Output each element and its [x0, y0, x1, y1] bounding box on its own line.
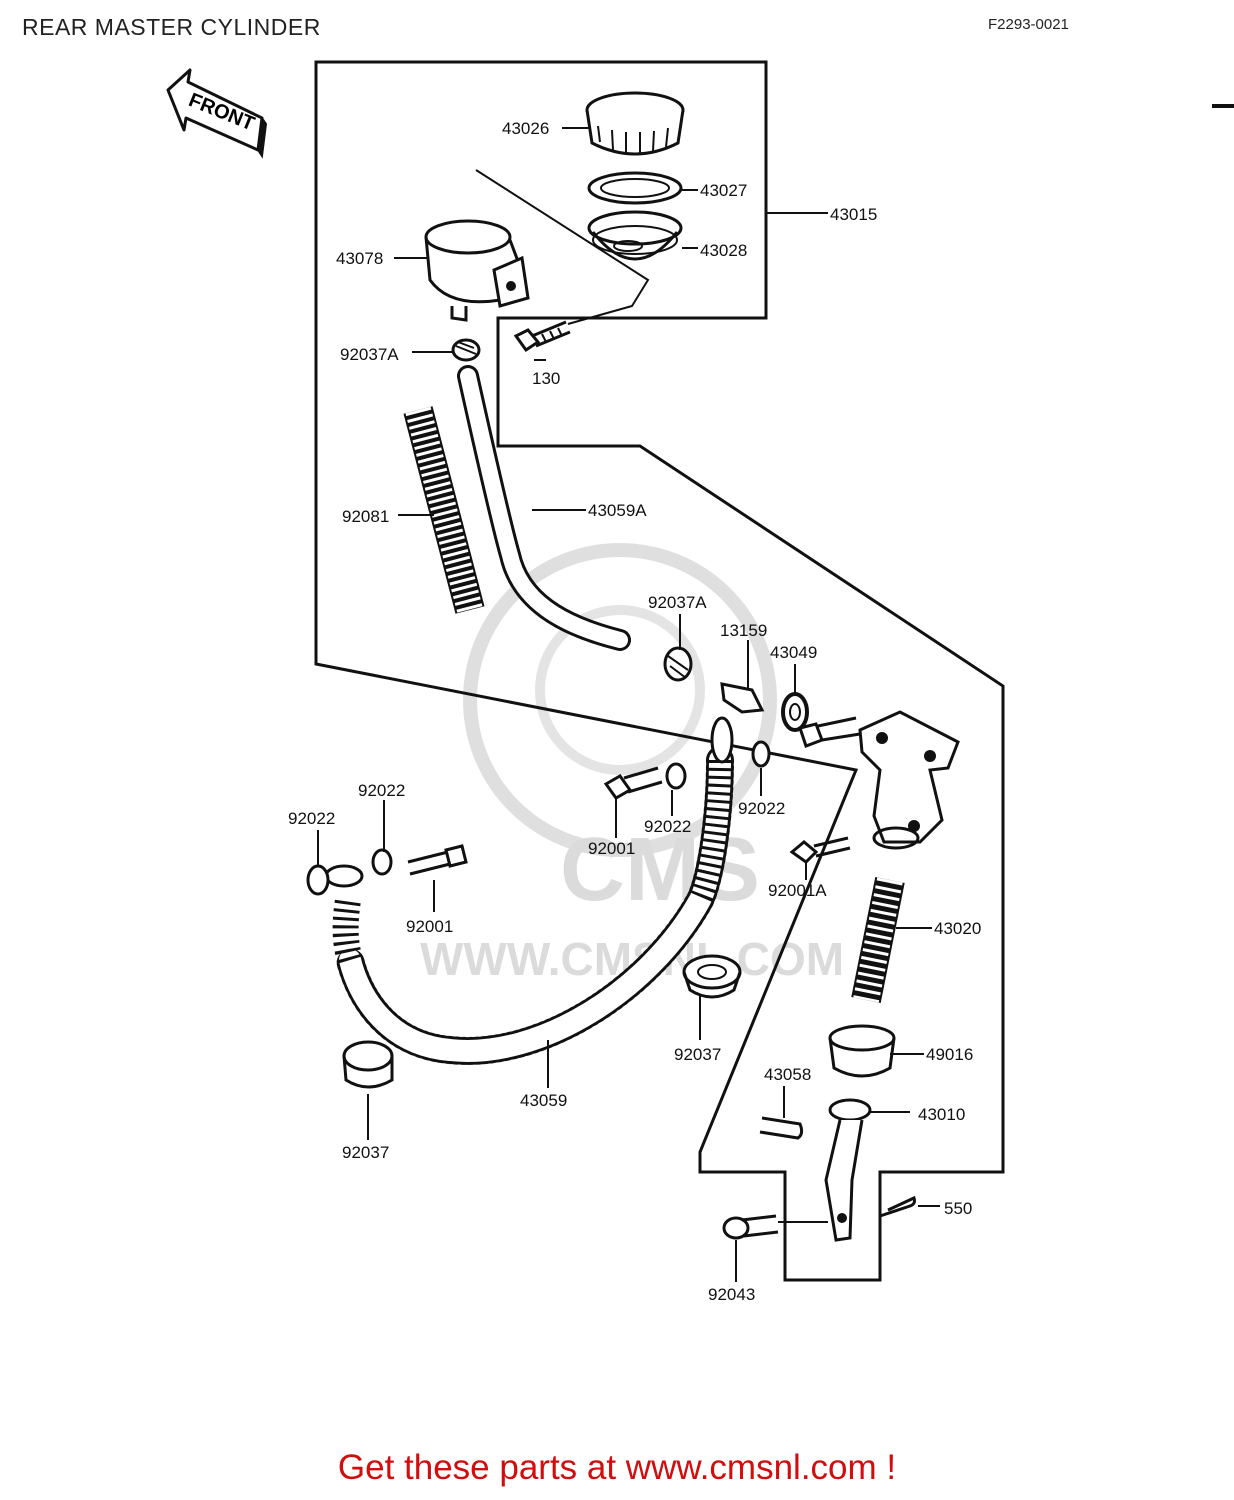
label-92022-d: 92022: [738, 799, 785, 818]
label-43027: 43027: [700, 181, 747, 200]
footer-link-text[interactable]: Get these parts at www.cmsnl.com !: [337, 1448, 897, 1487]
label-92037-a: 92037: [674, 1045, 721, 1064]
clamp-mid: [663, 646, 693, 682]
label-13159: 13159: [720, 621, 767, 640]
label-43015: 43015: [830, 205, 877, 224]
label-43059: 43059: [520, 1091, 567, 1110]
label-92022-a: 92022: [358, 781, 405, 800]
grommet-left: [342, 1040, 394, 1089]
label-43020: 43020: [934, 919, 981, 938]
label-92022-c: 92022: [644, 817, 691, 836]
label-92001A: 92001A: [768, 881, 827, 900]
washer-left-outer: [306, 864, 330, 896]
boot-49016: [828, 1024, 896, 1078]
master-cylinder-body: [858, 710, 960, 850]
cotter-pin-550: [879, 1195, 916, 1218]
bolt-130: [513, 320, 571, 353]
diaphragm: [587, 210, 683, 261]
washer-center: [665, 762, 687, 790]
washer-right: [751, 740, 771, 768]
reservoir-tank: [424, 219, 530, 322]
exploded-parts-diagram: CMS WWW.CMSNL.COM FRONT: [166, 60, 1234, 1304]
clip-43058: [759, 1116, 804, 1140]
label-43049: 43049: [770, 643, 817, 662]
fitting-13159: [720, 674, 765, 714]
washer-left-inner: [371, 848, 393, 876]
label-43026: 43026: [502, 119, 549, 138]
brake-hose-43059: [324, 716, 734, 1065]
label-92037A-top: 92037A: [340, 345, 399, 364]
label-43078: 43078: [336, 249, 383, 268]
banjo-bolt-right: [798, 716, 861, 748]
assembly-outline: [314, 60, 1005, 1282]
label-92081: 92081: [342, 507, 389, 526]
label-92037-b: 92037: [342, 1143, 389, 1162]
label-43059A: 43059A: [588, 501, 647, 520]
label-49016: 49016: [926, 1045, 973, 1064]
part-labels: 43026 43027 43015 43028 43078 92037A 130…: [288, 119, 981, 1304]
push-rod-43010: [824, 1098, 872, 1242]
label-130: 130: [532, 369, 560, 388]
spring-guard: [403, 406, 485, 614]
bolt-92001-left: [407, 844, 468, 876]
label-92001-a: 92001: [588, 839, 635, 858]
grommet-right: [682, 954, 742, 999]
label-550: 550: [944, 1199, 972, 1218]
piston-spring: [851, 877, 905, 1003]
front-arrow-icon: FRONT: [166, 68, 268, 159]
bolt-92001A: [789, 836, 851, 864]
label-92037A-mid: 92037A: [648, 593, 707, 612]
label-43010: 43010: [918, 1105, 965, 1124]
leader-lines: [317, 127, 940, 1282]
label-92022-b: 92022: [288, 809, 335, 828]
page-title: REAR MASTER CYLINDER: [22, 14, 321, 40]
diaphragm-plate: [587, 171, 683, 205]
oring-43049: [781, 692, 809, 732]
label-43058: 43058: [764, 1065, 811, 1084]
bolt-92001-center: [603, 766, 663, 800]
label-43028: 43028: [700, 241, 747, 260]
pin-92043: [722, 1214, 779, 1240]
reservoir-cap: [585, 91, 685, 156]
label-92043: 92043: [708, 1285, 755, 1304]
clamp-top: [451, 338, 481, 362]
watermark: CMS WWW.CMSNL.COM: [420, 543, 844, 985]
label-92001-b: 92001: [406, 917, 453, 936]
diagram-code: F2293-0021: [988, 16, 1069, 33]
